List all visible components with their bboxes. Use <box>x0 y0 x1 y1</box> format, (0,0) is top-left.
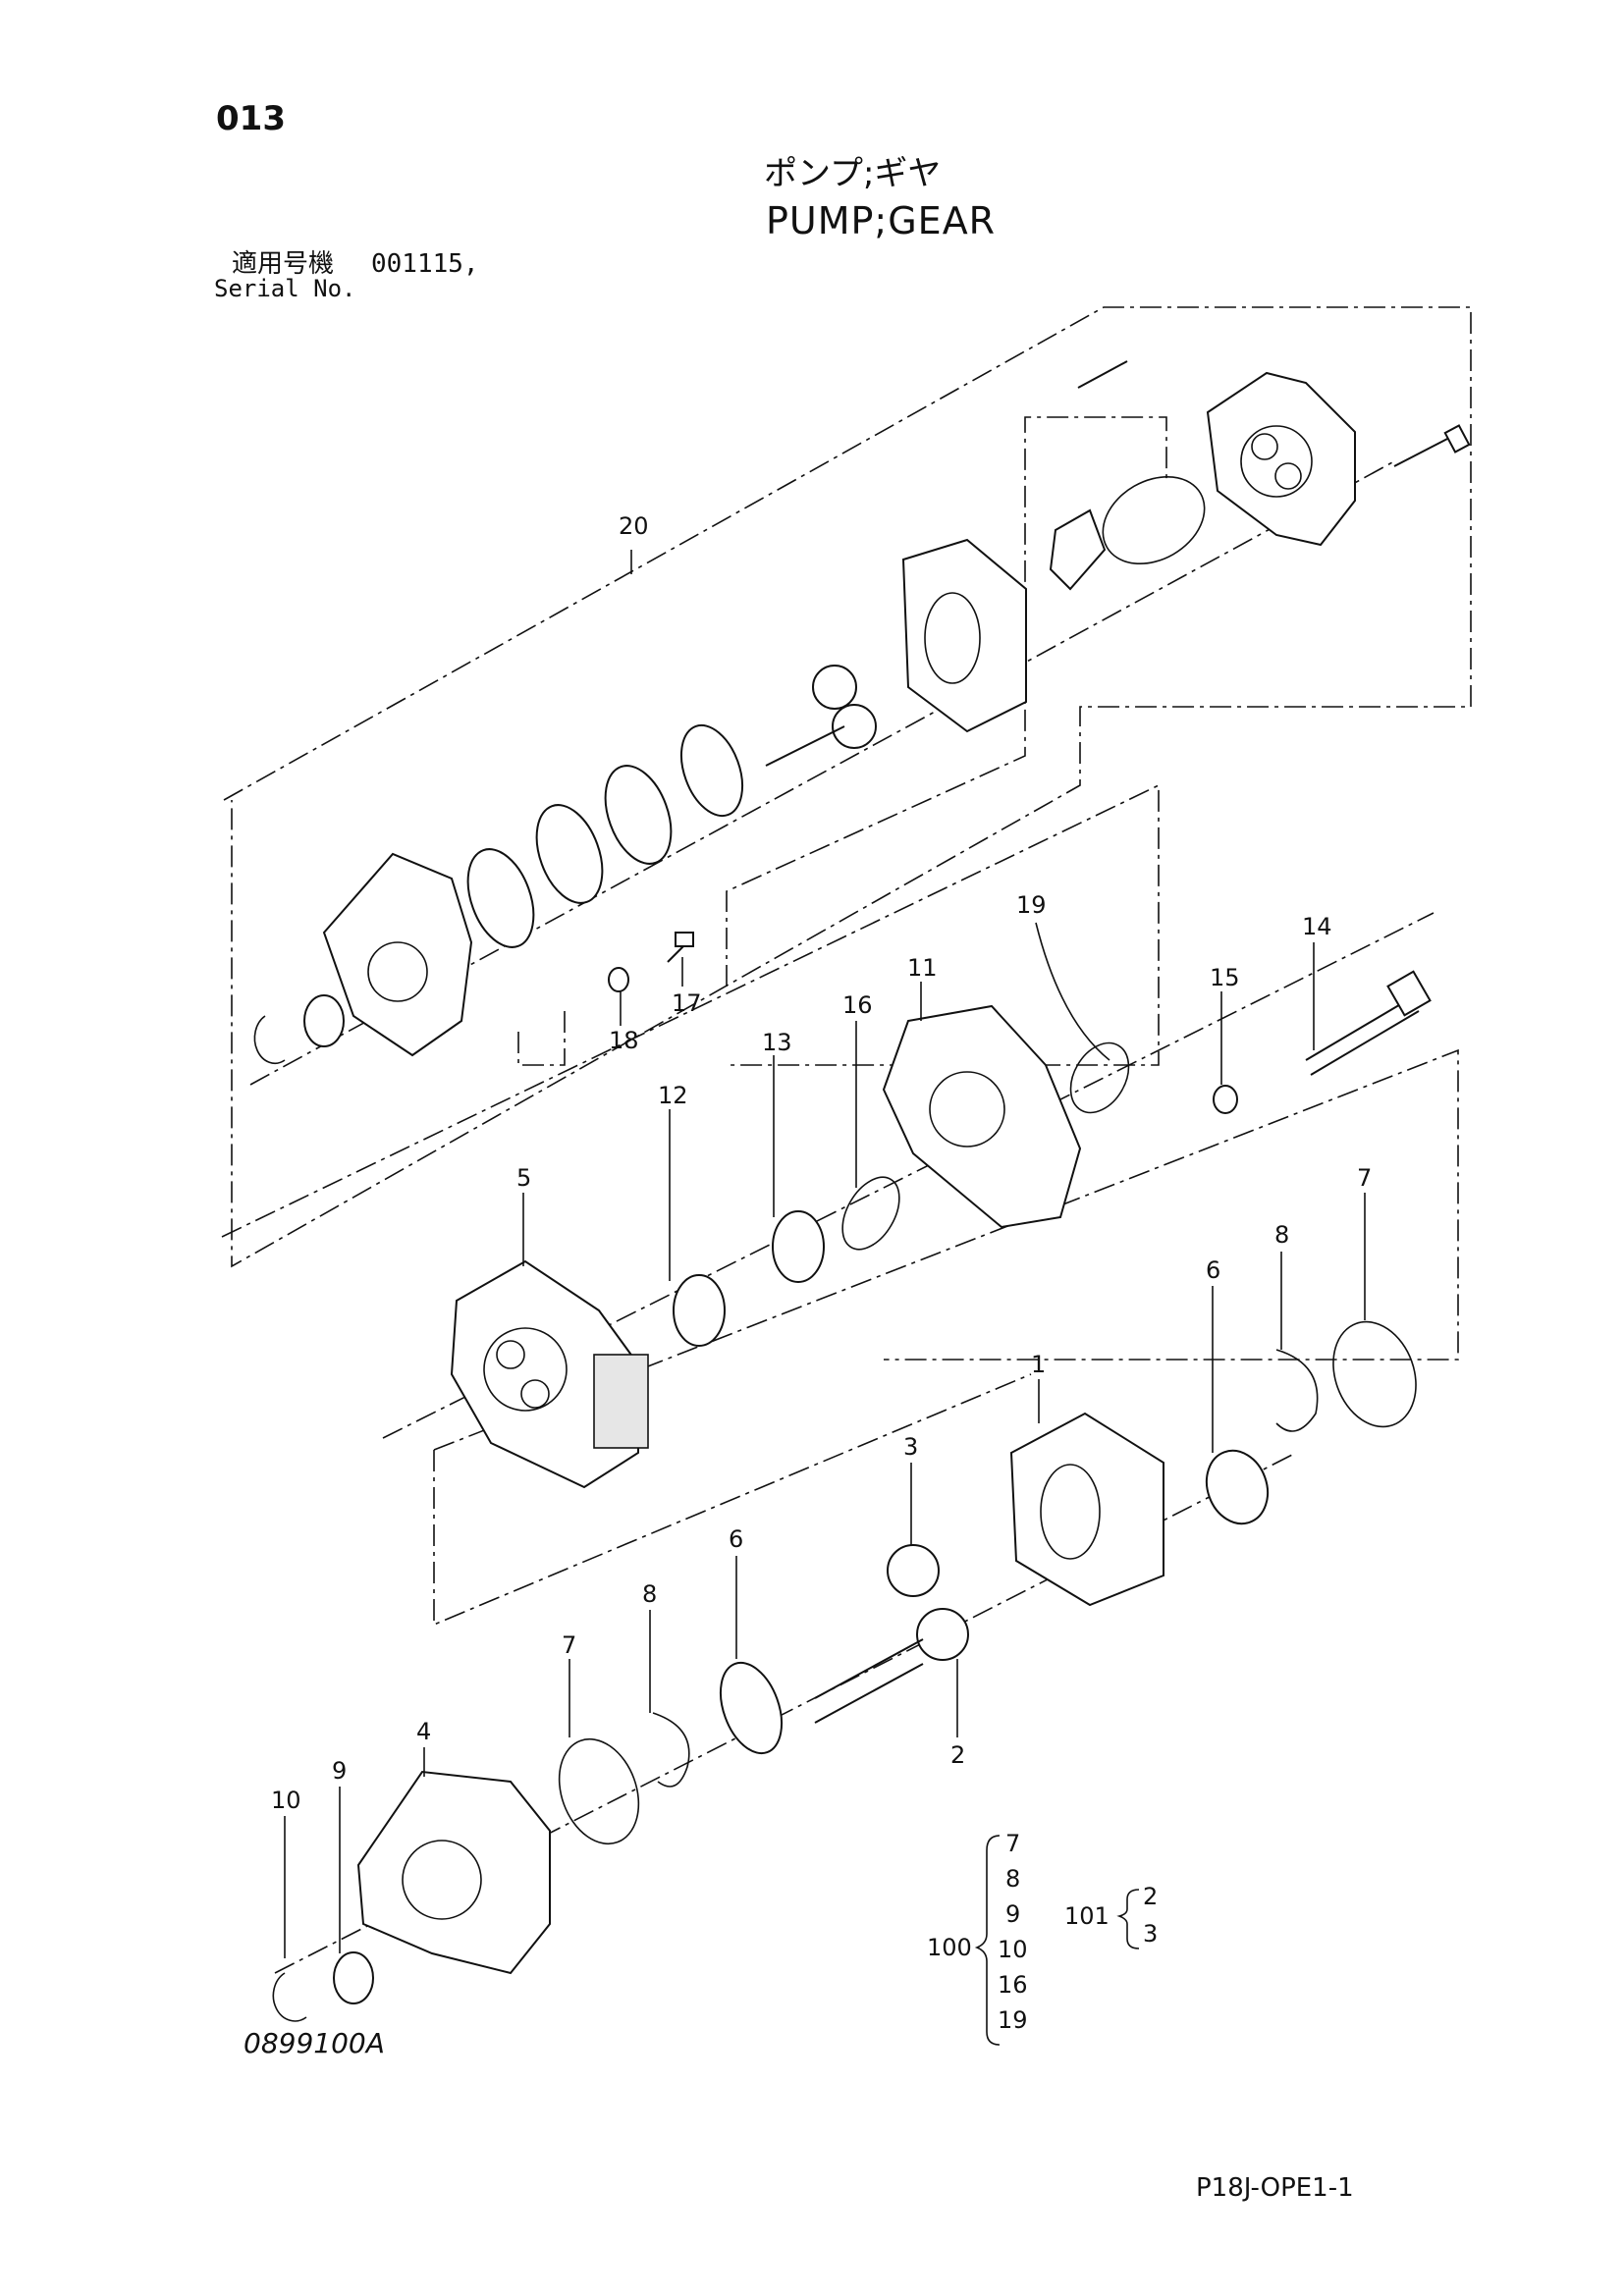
serial-value: 001115, <box>371 249 479 279</box>
callout-9: 9 <box>332 1757 348 1785</box>
callout-4: 4 <box>416 1718 432 1745</box>
plate-upper-2 <box>604 765 673 865</box>
callout-8-lower: 8 <box>642 1580 658 1608</box>
kit-100-brace <box>974 1835 1001 2046</box>
gears-2-3 <box>814 1544 969 1724</box>
oring-19 <box>1069 1041 1130 1114</box>
part-11-flange <box>882 1004 1082 1229</box>
oring-16 <box>841 1176 900 1251</box>
callout-11: 11 <box>907 954 938 982</box>
kit-100-label: 100 <box>927 1934 972 1961</box>
part-5-housing <box>450 1259 649 1489</box>
washer-18 <box>608 967 629 992</box>
plate-upper-1 <box>679 723 744 818</box>
callout-6-upper: 6 <box>1206 1256 1221 1284</box>
kit-100-item: 7 <box>1005 1830 1021 1857</box>
kit-100-item: 19 <box>998 2006 1028 2034</box>
title-japanese: ポンプ;ギヤ <box>764 154 942 193</box>
callout-8-upper: 8 <box>1274 1221 1290 1249</box>
wear-plate-upper <box>1049 508 1107 591</box>
leader-19 <box>1035 922 1110 1061</box>
callout-20: 20 <box>619 512 649 540</box>
lower-boundary <box>433 1373 1032 1627</box>
gear-housing-upper <box>901 538 1027 733</box>
part-7-lower <box>558 1737 640 1845</box>
plate-upper-4 <box>466 848 535 948</box>
oring-upper-large <box>1102 475 1206 565</box>
kit-100-item: 9 <box>1005 1900 1021 1928</box>
serial-label-japanese: 適用号機 <box>232 249 335 279</box>
callout-1: 1 <box>1031 1351 1047 1378</box>
front-cover-upper <box>322 852 473 1057</box>
callout-17: 17 <box>672 989 702 1017</box>
part-8-upper <box>1275 1349 1319 1432</box>
bolt-boundary <box>433 1048 1459 1451</box>
callout-6-lower: 6 <box>729 1525 744 1553</box>
callout-19: 19 <box>1016 891 1047 919</box>
kit-100-item: 10 <box>998 1936 1028 1963</box>
page-code: P18J-OPE1-1 <box>1196 2173 1354 2203</box>
kit-100-item: 8 <box>1005 1865 1021 1893</box>
part-6-upper <box>1205 1449 1270 1525</box>
kit-101-item: 2 <box>1143 1883 1159 1910</box>
bushing-12 <box>673 1274 726 1347</box>
callout-15: 15 <box>1210 964 1240 991</box>
callout-7-upper: 7 <box>1357 1164 1373 1192</box>
kit-101-item: 3 <box>1143 1920 1159 1948</box>
snap-ring-upper <box>253 1015 286 1065</box>
callout-2: 2 <box>950 1741 966 1769</box>
bracket-18 <box>517 1011 566 1066</box>
part-6-lower <box>719 1661 784 1755</box>
washer-15 <box>1213 1085 1238 1114</box>
callout-16: 16 <box>842 991 873 1019</box>
part-9-bearing <box>333 1951 374 2004</box>
assembly-20-boundary <box>223 306 1472 1268</box>
drawing-code: 0899100A <box>244 2027 385 2059</box>
part-1-gear-housing <box>1009 1412 1164 1607</box>
plate-upper-3 <box>535 804 604 904</box>
callout-5: 5 <box>516 1164 532 1192</box>
serial-label-english: Serial No. <box>214 275 356 302</box>
bearing-upper <box>303 994 345 1047</box>
kit-101-brace <box>1116 1889 1140 1949</box>
callout-7-lower: 7 <box>562 1631 577 1659</box>
dowel-pin <box>1077 360 1128 389</box>
callout-3: 3 <box>903 1433 919 1461</box>
gears-upper <box>765 665 877 767</box>
bushing-13 <box>772 1210 825 1283</box>
rear-cover <box>1206 371 1356 547</box>
kit-101-label: 101 <box>1064 1902 1110 1930</box>
part-7-upper <box>1332 1320 1417 1428</box>
bolt-upper <box>1393 424 1471 467</box>
part-4-front-cover <box>356 1770 551 1975</box>
kit-100-item: 16 <box>998 1971 1028 1999</box>
bolt-17-head <box>675 932 694 947</box>
page-number: 013 <box>216 99 286 138</box>
callout-18: 18 <box>609 1027 639 1054</box>
bracket-20-inner <box>726 416 1167 987</box>
callout-14: 14 <box>1302 913 1332 940</box>
bolt-14 <box>1305 970 1432 1076</box>
part-8-lower <box>652 1712 690 1788</box>
title-english: PUMP;GEAR <box>766 199 997 242</box>
part-10-snap-ring <box>272 1972 307 2022</box>
callout-10: 10 <box>271 1787 301 1814</box>
callout-12: 12 <box>658 1082 688 1109</box>
callout-13: 13 <box>762 1029 792 1056</box>
